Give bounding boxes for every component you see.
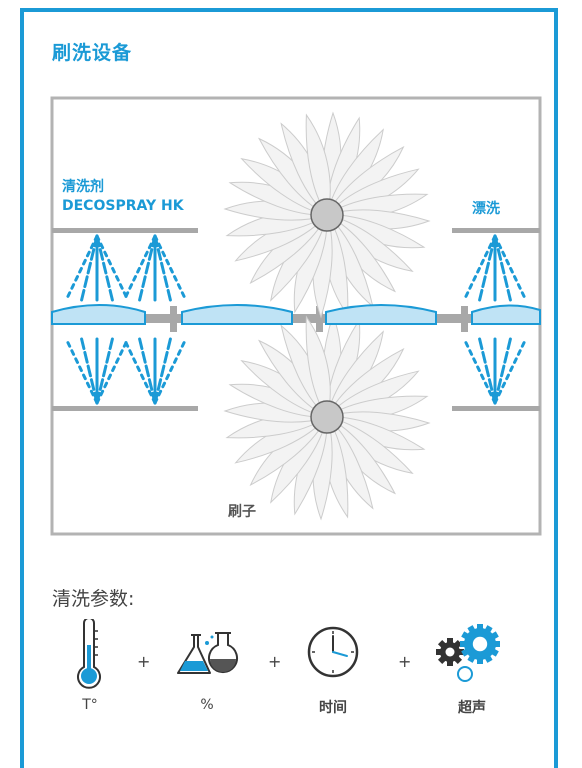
spray-jet (95, 337, 130, 405)
parameter-label: 时间 (319, 700, 347, 716)
upper-brush (223, 111, 431, 319)
nozzle-bars (52, 228, 540, 411)
spray-jet (153, 234, 172, 302)
thermometer-icon (77, 619, 101, 689)
spray-jet (493, 234, 528, 302)
spray-jet (80, 234, 99, 302)
detergent-label: 清洗剂 (62, 179, 104, 195)
lab-flasks-icon (177, 632, 238, 674)
bottom-right-nozzle-bar (452, 406, 540, 411)
page-title: 刷洗设备 (52, 42, 133, 64)
conveyor (52, 306, 540, 332)
spray-jet (462, 337, 497, 405)
spray-jet (493, 234, 512, 302)
spray-jet (122, 337, 157, 405)
gear (460, 624, 500, 664)
spray-jet (462, 234, 497, 302)
brush-bristle (305, 113, 331, 217)
bottom-left-nozzle-bar (52, 406, 198, 411)
gear (436, 638, 464, 666)
lens (471, 304, 541, 325)
spray-jet (153, 234, 188, 302)
top-left-nozzle-bar (52, 228, 198, 233)
brush-label: 刷子 (228, 504, 256, 520)
lower-brush-hub (310, 400, 344, 434)
spray-jet (122, 234, 157, 302)
clock-icon (307, 626, 359, 678)
parameter-label: T° (82, 697, 98, 713)
upper-brush-hub (310, 198, 344, 232)
spray-jet (64, 337, 99, 405)
brush-bristle (305, 315, 331, 419)
spray-jet (138, 337, 157, 405)
rinse-label: 漂洗 (472, 201, 500, 217)
plus-separator: + (137, 652, 151, 671)
spray-jet (153, 337, 172, 405)
lens (181, 304, 293, 325)
conveyor-post (461, 306, 468, 332)
spray-jet (95, 234, 114, 302)
spray-jet (64, 234, 99, 302)
lower-brush (223, 313, 431, 521)
top-right-nozzle-bar (452, 228, 540, 233)
spray-jet (478, 337, 497, 405)
parameter-label: 超声 (458, 700, 486, 716)
plus-separator: + (398, 652, 412, 671)
conveyor-rail (52, 314, 540, 323)
parameters-title: 清洗参数: (52, 588, 135, 610)
spray-jet (138, 234, 157, 302)
spray-jet (95, 234, 130, 302)
gears-icon (436, 624, 500, 682)
spray-jets (64, 234, 528, 405)
conveyor-post (170, 306, 177, 332)
spray-jet (478, 234, 497, 302)
spray-jet (153, 337, 188, 405)
spray-jet (95, 337, 114, 405)
spray-jet (493, 337, 512, 405)
spray-jet (493, 337, 528, 405)
lens (325, 304, 437, 325)
conveyor-post (316, 306, 323, 332)
spray-jet (80, 337, 99, 405)
parameter-label: % (200, 697, 214, 713)
detergent-product-label: DECOSPRAY HK (62, 198, 184, 214)
card-frame (20, 8, 558, 768)
lenses (51, 304, 541, 325)
lens (51, 304, 146, 325)
plus-separator: + (268, 652, 282, 671)
